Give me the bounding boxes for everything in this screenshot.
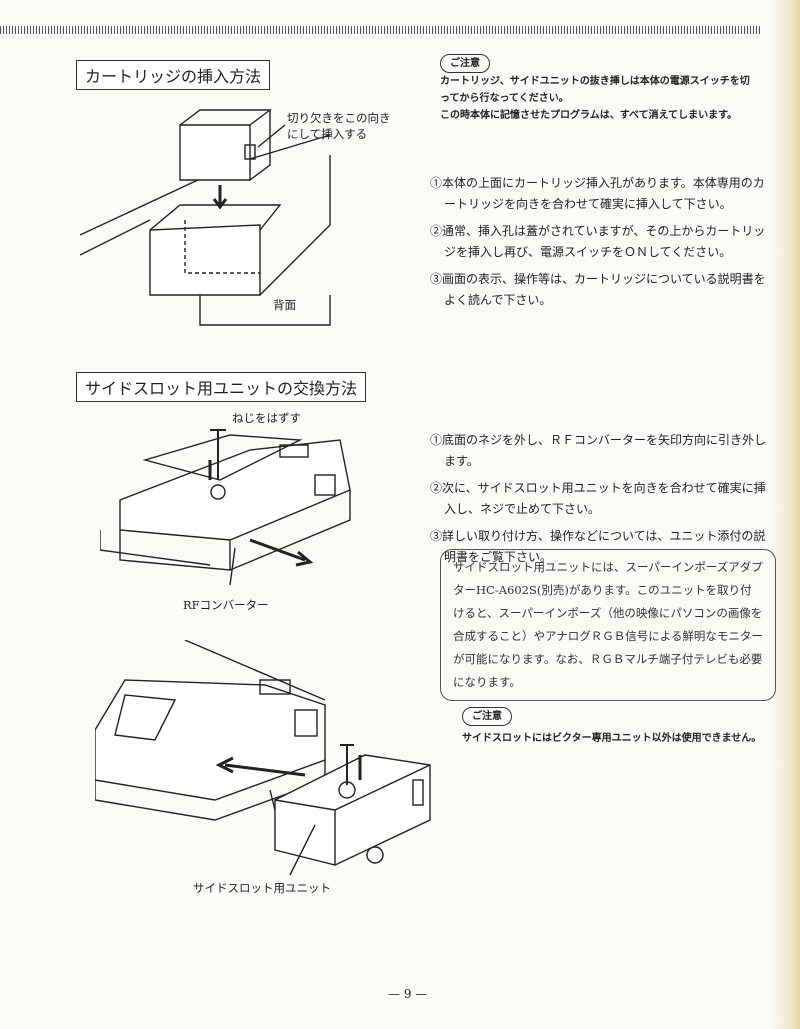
sideslot-unit-label: サイドスロット用ユニット xyxy=(193,881,331,895)
step-item: ②通常、挿入孔は蓋がされていますが、その上からカートリッジを挿入し再び、電源スイ… xyxy=(430,224,766,259)
step-item: ①本体の上面にカートリッジ挿入孔があります。本体専用のカートリッジを向きを合わせ… xyxy=(430,176,765,211)
cartridge-illustration xyxy=(80,109,331,326)
cartridge-steps: ①本体の上面にカートリッジ挿入孔があります。本体専用のカートリッジを向きを合わせ… xyxy=(430,173,770,317)
notice-line: この時本体に記憶させたプログラムは、すべて消えてしまいます。 xyxy=(440,110,738,121)
step-item: ①底面のネジを外し、ＲＦコンバーターを矢印方向に引き外します。 xyxy=(430,433,767,468)
sideslot-steps: ①底面のネジを外し、ＲＦコンバーターを矢印方向に引き外します。 ②次に、サイドス… xyxy=(430,430,770,574)
step-item: ③画面の表示、操作等は、カートリッジについている説明書をよく読んで下さい。 xyxy=(430,272,766,307)
notice-tag: ご注意 xyxy=(440,54,490,73)
page-number: — 9 — xyxy=(388,987,428,1001)
section-title-sideslot: サイドスロット用ユニットの交換方法 xyxy=(76,372,367,402)
screw-label: ねじをはずす xyxy=(232,411,301,425)
notice-tag: ご注意 xyxy=(462,707,512,726)
step-item: ③詳しい取り付け方、操作などについては、ユニット添付の説明書をご覧下さい。 xyxy=(430,529,766,564)
rf-converter-label: RFコンバーター xyxy=(183,598,269,612)
notice-power: ご注意 カートリッジ、サイドユニットの抜き挿しは本体の電源スイッチを切 ってから… xyxy=(440,54,750,124)
notch-callout: 切り欠きをこの向き にして挿入する xyxy=(287,110,391,142)
scan-border xyxy=(0,26,760,34)
back-label: 背面 xyxy=(273,298,296,312)
page-edge xyxy=(772,0,800,1029)
notice-line: サイドスロットにはビクター専用ユニット以外は使用できません。 xyxy=(462,733,762,744)
sideslot-install-illustration xyxy=(95,640,431,876)
step-item: ②次に、サイドスロット用ユニットを向きを合わせて確実に挿入し、ネジで止めて下さい… xyxy=(430,481,766,516)
sideslot-removal-illustration xyxy=(100,429,351,586)
section-title-cartridge: カートリッジの挿入方法 xyxy=(76,60,271,90)
notice-line: カートリッジ、サイドユニットの抜き挿しは本体の電源スイッチを切 xyxy=(440,76,750,87)
info-box: サイドスロット用ユニットには、スーパーインポーズアダプターHC-A602S(別売… xyxy=(440,549,776,701)
callout-line: にして挿入する xyxy=(287,127,368,141)
notice-sideslot: ご注意 サイドスロットにはビクター専用ユニット以外は使用できません。 xyxy=(462,707,761,747)
callout-line: 切り欠きをこの向き xyxy=(287,111,391,125)
notice-line: ってから行なってください。 xyxy=(440,93,569,104)
